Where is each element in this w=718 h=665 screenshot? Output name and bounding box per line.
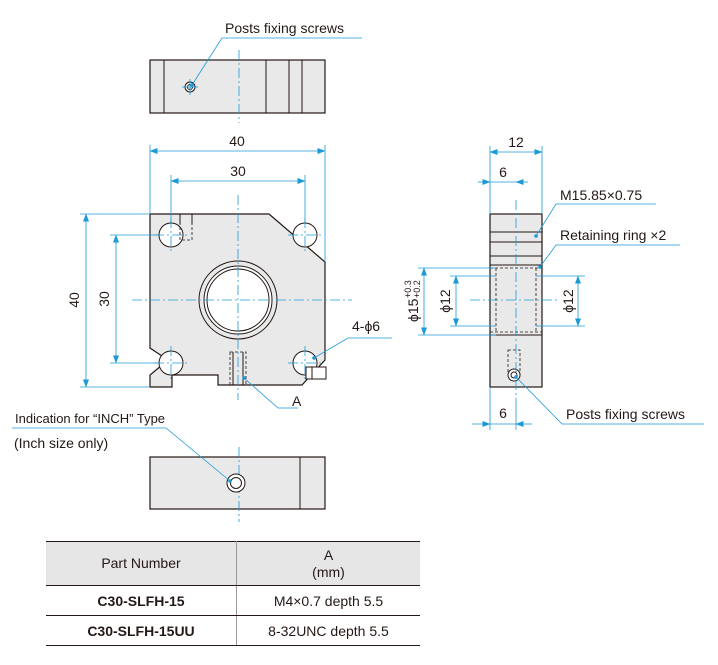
- a-value-cell: 8-32UNC depth 5.5: [236, 615, 420, 646]
- dimension-height-40: 40: [66, 213, 150, 388]
- side-view: [470, 200, 560, 398]
- dimension-hole-pitch-30-vertical-label: 30: [96, 291, 112, 307]
- thru-holes-label: 4-ϕ6: [352, 318, 380, 334]
- table-header-row: Part Number A (mm): [46, 541, 420, 586]
- dimension-hole-pitch-30-vertical: 30: [96, 234, 160, 364]
- thru-holes-callout: 4-ϕ6: [312, 318, 392, 360]
- bottom-view: [149, 447, 326, 522]
- header-a: A (mm): [236, 541, 420, 586]
- dimension-hole-pitch-30-horizontal: 30: [170, 163, 306, 223]
- part-number-cell: C30-SLFH-15UU: [46, 615, 237, 646]
- bore-12-right-label: ϕ12: [560, 289, 576, 313]
- posts-fixing-screws-side-label: Posts fixing screws: [566, 406, 685, 422]
- dimension-screw-offset-6-label: 6: [499, 405, 507, 421]
- dimension-half-6-label: 6: [499, 164, 507, 180]
- dimension-bore-15: ϕ15 +0.3 +0.2: [403, 267, 496, 336]
- inch-size-only-label: (Inch size only): [14, 435, 108, 451]
- header-part-number: Part Number: [46, 541, 237, 586]
- posts-fixing-screws-top-callout: Posts fixing screws: [190, 20, 362, 87]
- posts-fixing-screws-top-label: Posts fixing screws: [225, 20, 344, 36]
- header-a-title: A: [323, 546, 334, 563]
- posts-fixing-screws-side-callout: Posts fixing screws: [514, 375, 704, 425]
- thread-label: M15.85×0.75: [560, 187, 642, 203]
- dimension-width-40-label: 40: [229, 133, 245, 149]
- dimension-height-40-label: 40: [66, 292, 82, 308]
- header-a-unit: (mm): [312, 563, 345, 580]
- dimension-bore-12-left: ϕ12: [437, 275, 496, 327]
- bore-15-tolerance-lower: +0.2: [412, 280, 422, 298]
- dimension-hole-pitch-30-horizontal-label: 30: [230, 163, 246, 179]
- retaining-ring-callout: Retaining ring ×2: [538, 227, 680, 269]
- inch-indication-callout: Indication for “INCH” Type (Inch size on…: [12, 411, 232, 483]
- dimension-bore-12-right: ϕ12: [536, 275, 585, 327]
- table-row: C30-SLFH-15 M4×0.7 depth 5.5: [46, 585, 420, 616]
- part-number-table: Part Number A (mm) C30-SLFH-15 M4×0.7 de…: [46, 541, 420, 646]
- dimension-width-40: 40: [149, 133, 326, 262]
- inch-indication-label: Indication for “INCH” Type: [15, 411, 165, 426]
- part-number-cell: C30-SLFH-15: [46, 585, 237, 616]
- dimension-screw-offset-6: 6: [472, 387, 532, 430]
- thread-callout: M15.85×0.75: [534, 187, 656, 238]
- bore-15-label: ϕ15: [405, 298, 421, 322]
- top-view: [149, 50, 326, 123]
- retaining-ring-label: Retaining ring ×2: [560, 227, 666, 243]
- a-value-cell: M4×0.7 depth 5.5: [236, 585, 420, 616]
- dimension-half-6: 6: [478, 164, 528, 185]
- bore-15-tolerance-upper: +0.3: [403, 280, 413, 298]
- bore-12-left-label: ϕ12: [437, 289, 453, 313]
- dimension-thickness-12: 12: [489, 134, 543, 214]
- table-row: C30-SLFH-15UU 8-32UNC depth 5.5: [46, 615, 420, 646]
- dimension-thickness-12-label: 12: [508, 134, 524, 150]
- tap-callout: A: [242, 376, 302, 409]
- front-view: [132, 195, 352, 400]
- tap-callout-label: A: [292, 393, 302, 409]
